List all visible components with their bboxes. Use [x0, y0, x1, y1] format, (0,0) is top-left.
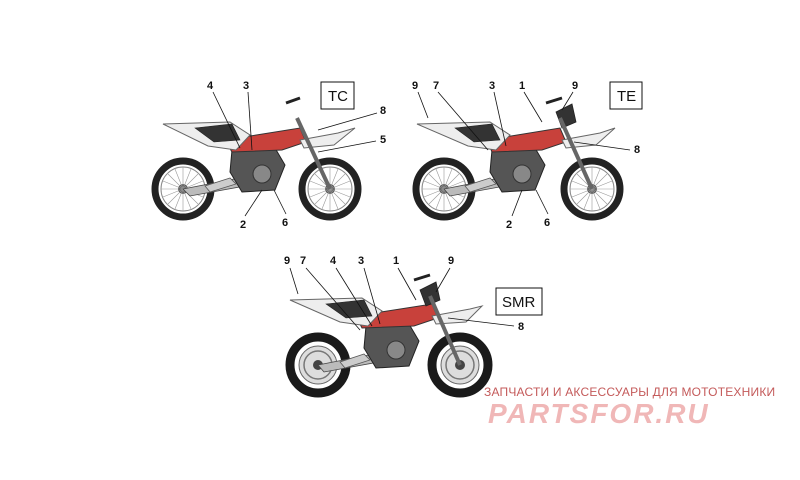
model-label-tc: TC [320, 81, 355, 110]
callout-label: 6 [282, 217, 288, 229]
callout-label: 8 [634, 144, 640, 156]
callout-label: 8 [518, 321, 524, 333]
callout-label: 1 [393, 255, 399, 267]
callouts-smr: 9 7 4 3 1 9 8 [284, 255, 524, 333]
callouts-tc: 4 3 8 5 2 6 [207, 80, 386, 231]
callout-label: 3 [358, 255, 364, 267]
callout-label: 9 [284, 255, 290, 267]
callout-label: 1 [519, 80, 525, 92]
watermark-text: ЗАПЧАСТИ И АКСЕССУАРЫ ДЛЯ МОТОТЕХНИКИ [484, 385, 776, 399]
callout-label: 2 [240, 219, 246, 231]
watermark-logo: PARTSFOR.RU [488, 398, 710, 429]
svg-text:SMR: SMR [502, 294, 536, 311]
callout-label: 6 [544, 217, 550, 229]
callout-label: 9 [572, 80, 578, 92]
callout-label: 7 [433, 80, 439, 92]
svg-text:TE: TE [617, 88, 636, 105]
bike-tc [155, 91, 378, 217]
callout-label: 5 [380, 134, 386, 146]
bike-smr [290, 267, 515, 393]
callout-label: 4 [207, 80, 214, 92]
callout-label: 9 [412, 80, 418, 92]
callouts-te: 9 7 3 1 9 8 2 6 [412, 80, 640, 231]
callout-label: 3 [243, 80, 249, 92]
callout-label: 3 [489, 80, 495, 92]
bike-te [416, 91, 631, 217]
callout-label: 9 [448, 255, 454, 267]
model-label-te: TE [609, 81, 643, 110]
svg-text:TC: TC [328, 88, 348, 105]
callout-label: 2 [506, 219, 512, 231]
callout-label: 7 [300, 255, 306, 267]
callout-label: 8 [380, 105, 386, 117]
callout-label: 4 [330, 255, 337, 267]
model-label-smr: SMR [495, 287, 543, 316]
